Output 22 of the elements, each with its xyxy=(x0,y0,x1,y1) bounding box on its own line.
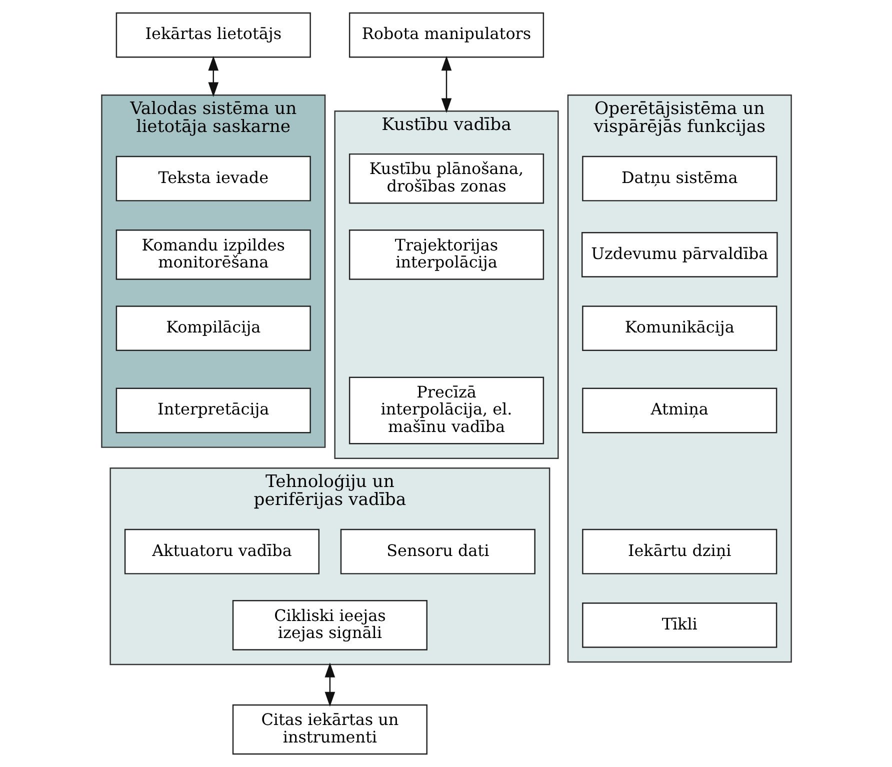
node-box: Cikliski ieejas izejas signāli xyxy=(232,600,427,650)
node-box: Kompilācija xyxy=(115,306,310,351)
node-box: Iekārtu dziņi xyxy=(582,528,777,574)
node-box: Datņu sistēma xyxy=(582,156,777,202)
node-box: Citas iekārtas un instrumenti xyxy=(232,704,427,755)
node-box: Uzdevumu pārvaldība xyxy=(580,232,778,278)
node-box: Iekārtas lietotājs xyxy=(115,12,310,58)
arrow xyxy=(324,662,335,707)
arrow xyxy=(208,56,218,98)
node-box: Kustību plānošana, drošības zonas xyxy=(348,153,544,204)
node-box: Atmiņa xyxy=(582,388,777,434)
node-box: Komandu izpildes monitorēšana xyxy=(115,230,310,280)
node-box: Robota manipulators xyxy=(348,12,544,58)
node-box: Komunikācija xyxy=(582,306,777,351)
node-box: Tīkli xyxy=(582,602,777,648)
node-box: Precīzā interpolācija, el. mašīnu vadība xyxy=(348,376,544,444)
node-box: Interpretācija xyxy=(115,388,310,434)
node-box: Teksta ievade xyxy=(115,156,310,202)
arrow xyxy=(440,56,452,113)
node-box: Aktuatoru vadība xyxy=(124,528,319,574)
node-box: Trajektorijas interpolācija xyxy=(348,230,544,280)
node-box: Sensoru dati xyxy=(340,528,535,574)
